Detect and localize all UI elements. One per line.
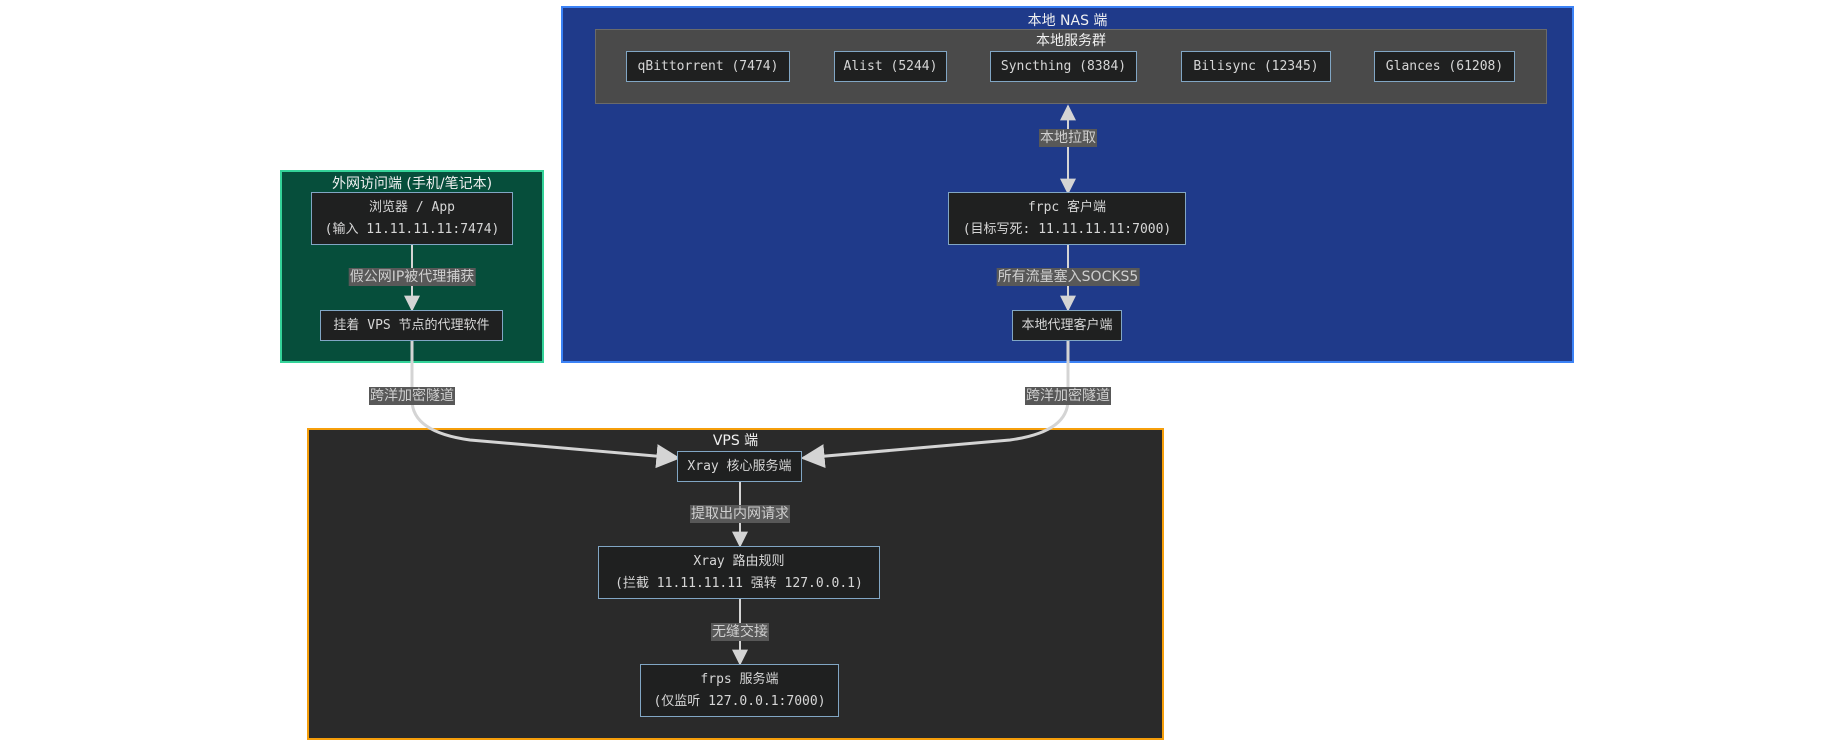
node-glances-label: Glances (61208) bbox=[1385, 58, 1504, 74]
node-alist[interactable]: Alist (5244) bbox=[834, 51, 947, 82]
node-local-proxy-label: 本地代理客户端 bbox=[1021, 317, 1113, 333]
node-syncthing-label: Syncthing (8384) bbox=[1000, 58, 1127, 74]
node-frpc[interactable]: frpc 客户端 (目标写死: 11.11.11.11:7000) bbox=[948, 192, 1186, 245]
node-bilisync-label: Bilisync (12345) bbox=[1193, 58, 1319, 74]
node-frps-line1: frps 服务端 bbox=[700, 671, 779, 687]
edge-label-fake-ip: 假公网IP被代理捕获 bbox=[348, 268, 476, 286]
edge-label-local-pull: 本地拉取 bbox=[1039, 129, 1097, 147]
edge-label-tunnel-right: 跨洋加密隧道 bbox=[1025, 387, 1111, 405]
node-frpc-line2: (目标写死: 11.11.11.11:7000) bbox=[962, 221, 1172, 237]
cluster-nas-title: 本地 NAS 端 bbox=[1027, 13, 1108, 29]
node-proxy-software-label: 挂着 VPS 节点的代理软件 bbox=[333, 317, 490, 333]
node-qbittorrent-label: qBittorrent (7474) bbox=[637, 58, 779, 74]
node-xray-routing[interactable]: Xray 路由规则 (拦截 11.11.11.11 强转 127.0.0.1) bbox=[598, 546, 880, 599]
node-frps[interactable]: frps 服务端 (仅监听 127.0.0.1:7000) bbox=[640, 664, 839, 717]
node-alist-label: Alist (5244) bbox=[843, 58, 938, 74]
cluster-services-title: 本地服务群 bbox=[1036, 33, 1106, 49]
edge-label-extract: 提取出内网请求 bbox=[690, 505, 790, 523]
cluster-vps-title: VPS 端 bbox=[712, 433, 759, 449]
node-xray-routing-line2: (拦截 11.11.11.11 强转 127.0.0.1) bbox=[615, 575, 863, 591]
node-proxy-software[interactable]: 挂着 VPS 节点的代理软件 bbox=[320, 310, 503, 341]
cluster-client-title: 外网访问端 (手机/笔记本) bbox=[331, 176, 493, 192]
node-xray-core-label: Xray 核心服务端 bbox=[687, 458, 792, 474]
node-frpc-line1: frpc 客户端 bbox=[1027, 199, 1107, 215]
edge-label-socks5: 所有流量塞入SOCKS5 bbox=[996, 268, 1140, 286]
edge-label-seamless: 无缝交接 bbox=[711, 623, 769, 641]
node-browser-line2: (输入 11.11.11.11:7474) bbox=[324, 221, 500, 237]
node-local-proxy[interactable]: 本地代理客户端 bbox=[1012, 310, 1122, 341]
node-xray-routing-line1: Xray 路由规则 bbox=[693, 553, 785, 569]
node-xray-core[interactable]: Xray 核心服务端 bbox=[677, 451, 802, 482]
node-bilisync[interactable]: Bilisync (12345) bbox=[1181, 51, 1331, 82]
node-frps-line2: (仅监听 127.0.0.1:7000) bbox=[653, 693, 826, 709]
node-qbittorrent[interactable]: qBittorrent (7474) bbox=[626, 51, 790, 82]
node-syncthing[interactable]: Syncthing (8384) bbox=[990, 51, 1137, 82]
node-browser[interactable]: 浏览器 / App (输入 11.11.11.11:7474) bbox=[311, 192, 513, 245]
node-browser-line1: 浏览器 / App bbox=[369, 199, 455, 215]
edge-label-tunnel-left: 跨洋加密隧道 bbox=[369, 387, 455, 405]
node-glances[interactable]: Glances (61208) bbox=[1374, 51, 1515, 82]
